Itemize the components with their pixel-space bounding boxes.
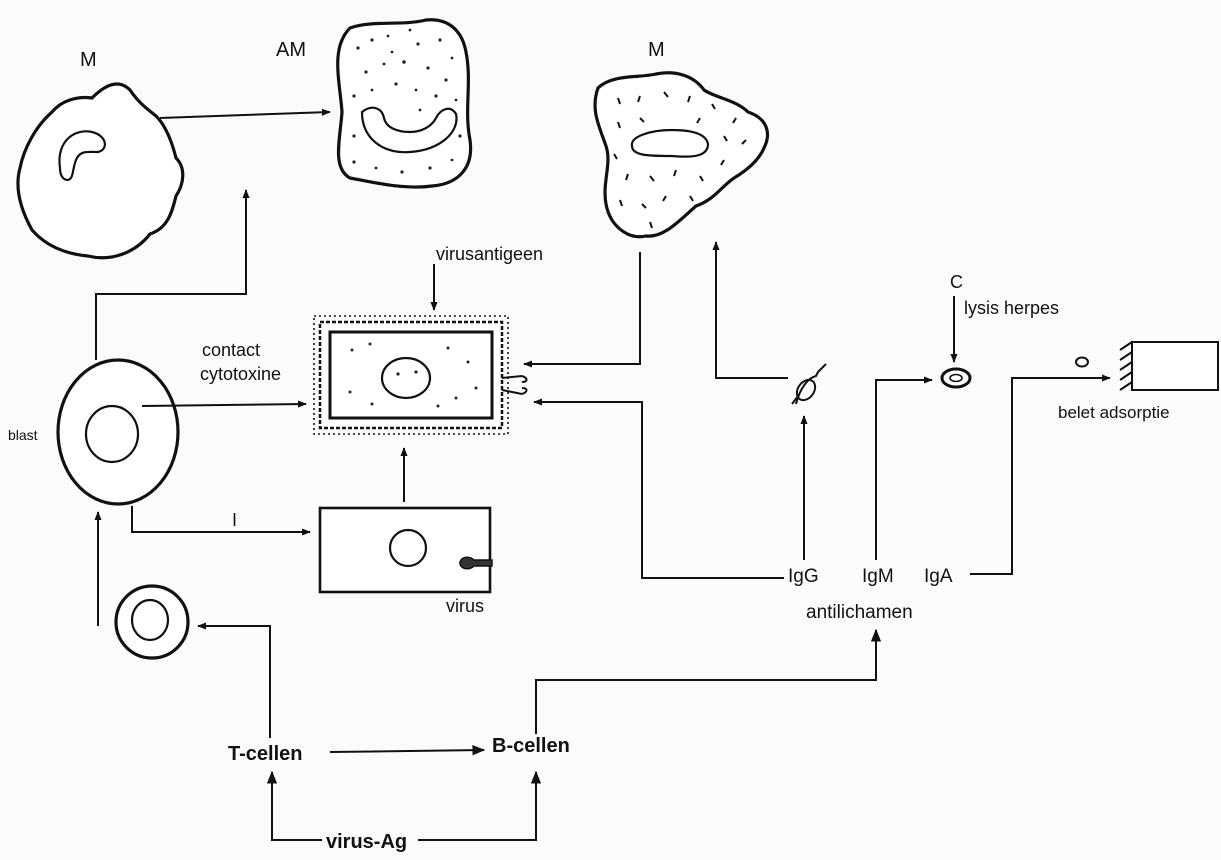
lysis-label: lysis herpes <box>964 298 1059 318</box>
adsorption-label: belet adsorptie <box>1058 403 1170 422</box>
virus-producing-cell <box>320 508 492 592</box>
contact-label: contact <box>202 340 260 360</box>
host-cell-surface <box>1120 342 1218 390</box>
virus-label: virus <box>446 596 484 616</box>
infected-target-cell <box>314 316 527 434</box>
activated-macrophage-label: AM <box>276 39 306 61</box>
macrophage-left <box>18 84 183 258</box>
cytotoxine-label: cytotoxine <box>200 364 281 384</box>
free-virus-particle <box>1076 358 1088 367</box>
complement-label: C <box>950 272 963 292</box>
blast-label: blast <box>8 427 38 443</box>
iga-label: IgA <box>924 566 953 587</box>
blast-cell <box>58 360 178 504</box>
antibodies-label: antilichamen <box>806 602 913 623</box>
activated-macrophage <box>338 20 471 187</box>
virus-ag-label: virus-Ag <box>326 831 407 853</box>
interferon-label: I <box>232 510 237 530</box>
connectors <box>96 112 1110 840</box>
t-cells-label: T-cellen <box>228 743 302 765</box>
igm-label: IgM <box>862 566 894 587</box>
antibody-molecule <box>792 364 826 404</box>
lysed-herpes-particle <box>942 369 970 387</box>
b-cells-label: B-cellen <box>492 735 570 757</box>
lymphocyte-cell <box>116 586 188 658</box>
igg-label: IgG <box>788 566 819 587</box>
virusantigen-label: virusantigeen <box>436 244 543 264</box>
macrophage-left-label: M <box>80 49 97 71</box>
macrophage-right <box>595 73 767 237</box>
macrophage-right-label: M <box>648 39 665 61</box>
